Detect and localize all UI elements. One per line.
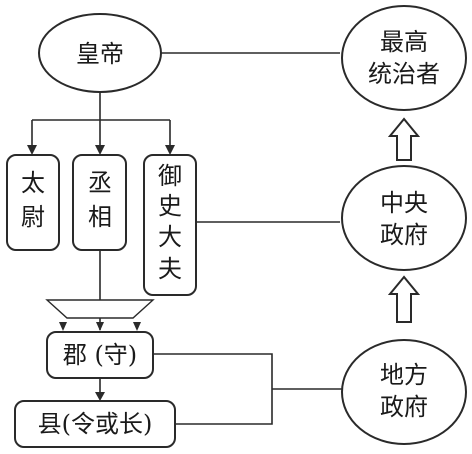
yushi-dafu-label-char4: 夫 bbox=[158, 255, 182, 283]
arrowhead-taiwei bbox=[27, 145, 37, 155]
yushi-dafu-node bbox=[143, 154, 197, 296]
arrowhead-county bbox=[95, 392, 105, 401]
central-gov-label-line2: 政府 bbox=[380, 221, 428, 249]
central-gov-node bbox=[341, 165, 467, 271]
supreme-ruler-label-line2: 统治者 bbox=[368, 60, 440, 88]
taiwei-label-char1: 太 bbox=[21, 169, 45, 197]
yushi-dafu-label-char1: 御 bbox=[158, 162, 182, 190]
up-arrow-central-to-supreme bbox=[387, 117, 421, 161]
emperor-label: 皇帝 bbox=[76, 40, 124, 68]
taiwei-label-char2: 尉 bbox=[21, 203, 45, 231]
arrowhead-commandery-left bbox=[59, 322, 67, 331]
arrowhead-yushi bbox=[165, 145, 175, 155]
arrowhead-commandery-right bbox=[133, 322, 141, 331]
supreme-ruler-node bbox=[341, 5, 467, 111]
county-label: 县(令或长) bbox=[38, 410, 153, 438]
local-gov-node bbox=[341, 339, 467, 445]
yushi-dafu-label-char3: 大 bbox=[158, 223, 182, 251]
up-arrow-local-to-central bbox=[387, 275, 421, 323]
central-gov-label-line1: 中央 bbox=[380, 189, 428, 217]
chengxiang-label-char2: 相 bbox=[88, 203, 112, 231]
supreme-ruler-label-line1: 最高 bbox=[380, 28, 428, 56]
arrowhead-commandery-center bbox=[96, 322, 104, 331]
taiwei-node bbox=[6, 154, 60, 251]
commandery-label: 郡 (守) bbox=[63, 341, 137, 369]
local-gov-label-line2: 政府 bbox=[380, 393, 428, 421]
yushi-dafu-label-char2: 史 bbox=[158, 192, 182, 220]
local-gov-label-line1: 地方 bbox=[380, 361, 428, 389]
funnel-merge bbox=[45, 299, 155, 319]
chengxiang-label-char1: 丞 bbox=[88, 169, 112, 197]
arrowhead-chengxiang bbox=[95, 145, 105, 155]
